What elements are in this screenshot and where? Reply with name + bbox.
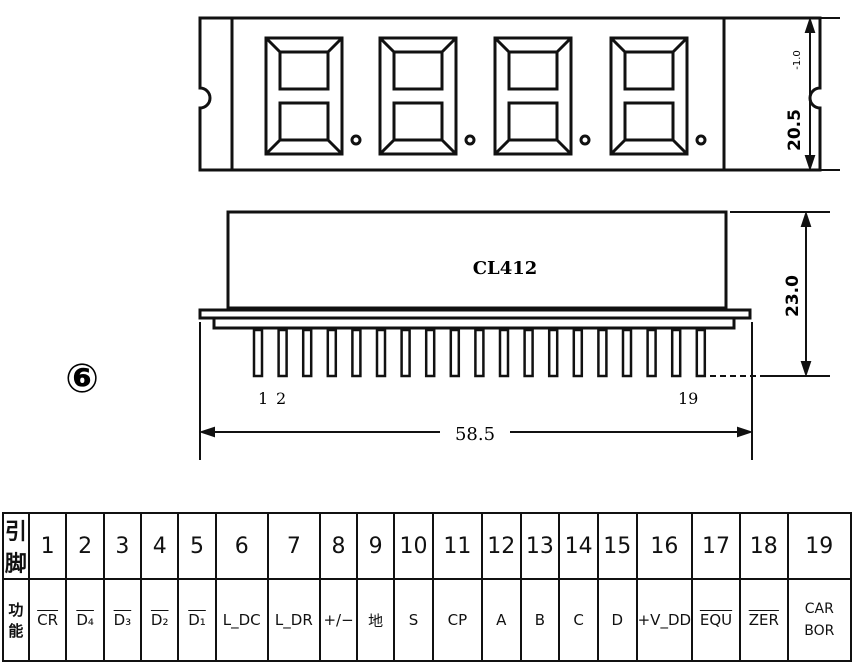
pin-7 (400, 328, 411, 378)
pin-function-2: D₄ (65, 578, 105, 662)
pin-row (252, 328, 707, 378)
pin-function-14: C (558, 578, 599, 662)
digit-3 (493, 36, 591, 156)
pin-function-9: 地 (356, 578, 396, 662)
pin-number-19: 19 (786, 512, 852, 580)
pin-number-18: 18 (738, 512, 789, 580)
pin-number-10: 10 (393, 512, 434, 580)
row-header-function: 功能 (2, 578, 30, 662)
display-height-tolerance: -1.0 (792, 50, 803, 70)
pin-number-16: 16 (635, 512, 694, 580)
pin-number-6: 6 (214, 512, 269, 580)
pin-number-5: 5 (177, 512, 217, 580)
display-top-view (198, 16, 822, 172)
pin-6 (375, 328, 387, 378)
pin-function-3: D₃ (102, 578, 143, 662)
pin-number-4: 4 (140, 512, 180, 580)
pin-number-12: 12 (480, 512, 522, 580)
pin-3 (301, 328, 313, 378)
pin-number-14: 14 (558, 512, 599, 580)
width-dimension (198, 322, 754, 460)
pin-function-4: D₂ (140, 578, 180, 662)
pin-number-8: 8 (318, 512, 359, 580)
pin-4 (326, 328, 338, 378)
pin-number-2: 2 (65, 512, 105, 580)
body-height-label: 23.0 (783, 275, 803, 317)
pin-function-17: EQU (691, 578, 741, 662)
digit-2 (378, 36, 476, 156)
pin-function-18: ZER (738, 578, 789, 662)
pin-function-11: CP (431, 578, 483, 662)
pin-number-17: 17 (691, 512, 741, 580)
body-height-dimension (700, 210, 830, 378)
pin-function-6: L_DC (214, 578, 269, 662)
pin-label-2: 2 (276, 389, 286, 408)
pin-function-12: A (480, 578, 522, 662)
pin-function-1: CR (27, 578, 68, 662)
pin-number-3: 3 (102, 512, 143, 580)
pin-19 (695, 328, 707, 378)
row-header-pin: 引脚 (2, 512, 30, 580)
figure-number: ⑥ (65, 356, 99, 402)
pin-function-7: L_DR (266, 578, 321, 662)
pin-number-11: 11 (431, 512, 483, 580)
pin-number-7: 7 (266, 512, 321, 580)
ic-mechanical-drawing: 20.5 -1.0 CL412 1 2 19 23.0 58.5 ⑥ (65, 16, 840, 460)
pin-label-1: 1 (258, 389, 268, 408)
digit-4 (609, 36, 707, 156)
width-label: 58.5 (455, 424, 495, 445)
pin-15 (597, 328, 608, 378)
pin-11 (498, 328, 510, 378)
pin-label-19: 19 (678, 389, 698, 408)
pin-function-16: +V_DD (635, 578, 694, 662)
pin-1 (252, 328, 264, 378)
pin-function-15: D (596, 578, 638, 662)
pin-number-9: 9 (356, 512, 396, 580)
pin-5 (351, 328, 362, 378)
pin-13 (547, 328, 559, 378)
chip-label: CL412 (473, 258, 538, 279)
display-height-dimension (760, 16, 840, 172)
pin-function-5: D₁ (177, 578, 217, 662)
pin-9 (449, 328, 461, 378)
pin-18 (670, 328, 682, 378)
pin-function-13: B (519, 578, 561, 662)
display-height-label: 20.5 (785, 109, 805, 151)
pin-16 (621, 328, 633, 378)
pin-8 (424, 328, 436, 378)
pin-number-13: 13 (519, 512, 561, 580)
pin-10 (474, 328, 485, 378)
pin-number-15: 15 (596, 512, 638, 580)
package-side-view (198, 210, 752, 330)
seven-segment-digits (264, 36, 707, 156)
pin-2 (277, 328, 288, 378)
pin-17 (646, 328, 657, 378)
pin-14 (572, 328, 584, 378)
pin-function-10: S (393, 578, 434, 662)
pin-12 (523, 328, 534, 378)
digit-1 (264, 36, 362, 156)
pin-number-1: 1 (27, 512, 68, 580)
pin-function-8: +/− (318, 578, 359, 662)
